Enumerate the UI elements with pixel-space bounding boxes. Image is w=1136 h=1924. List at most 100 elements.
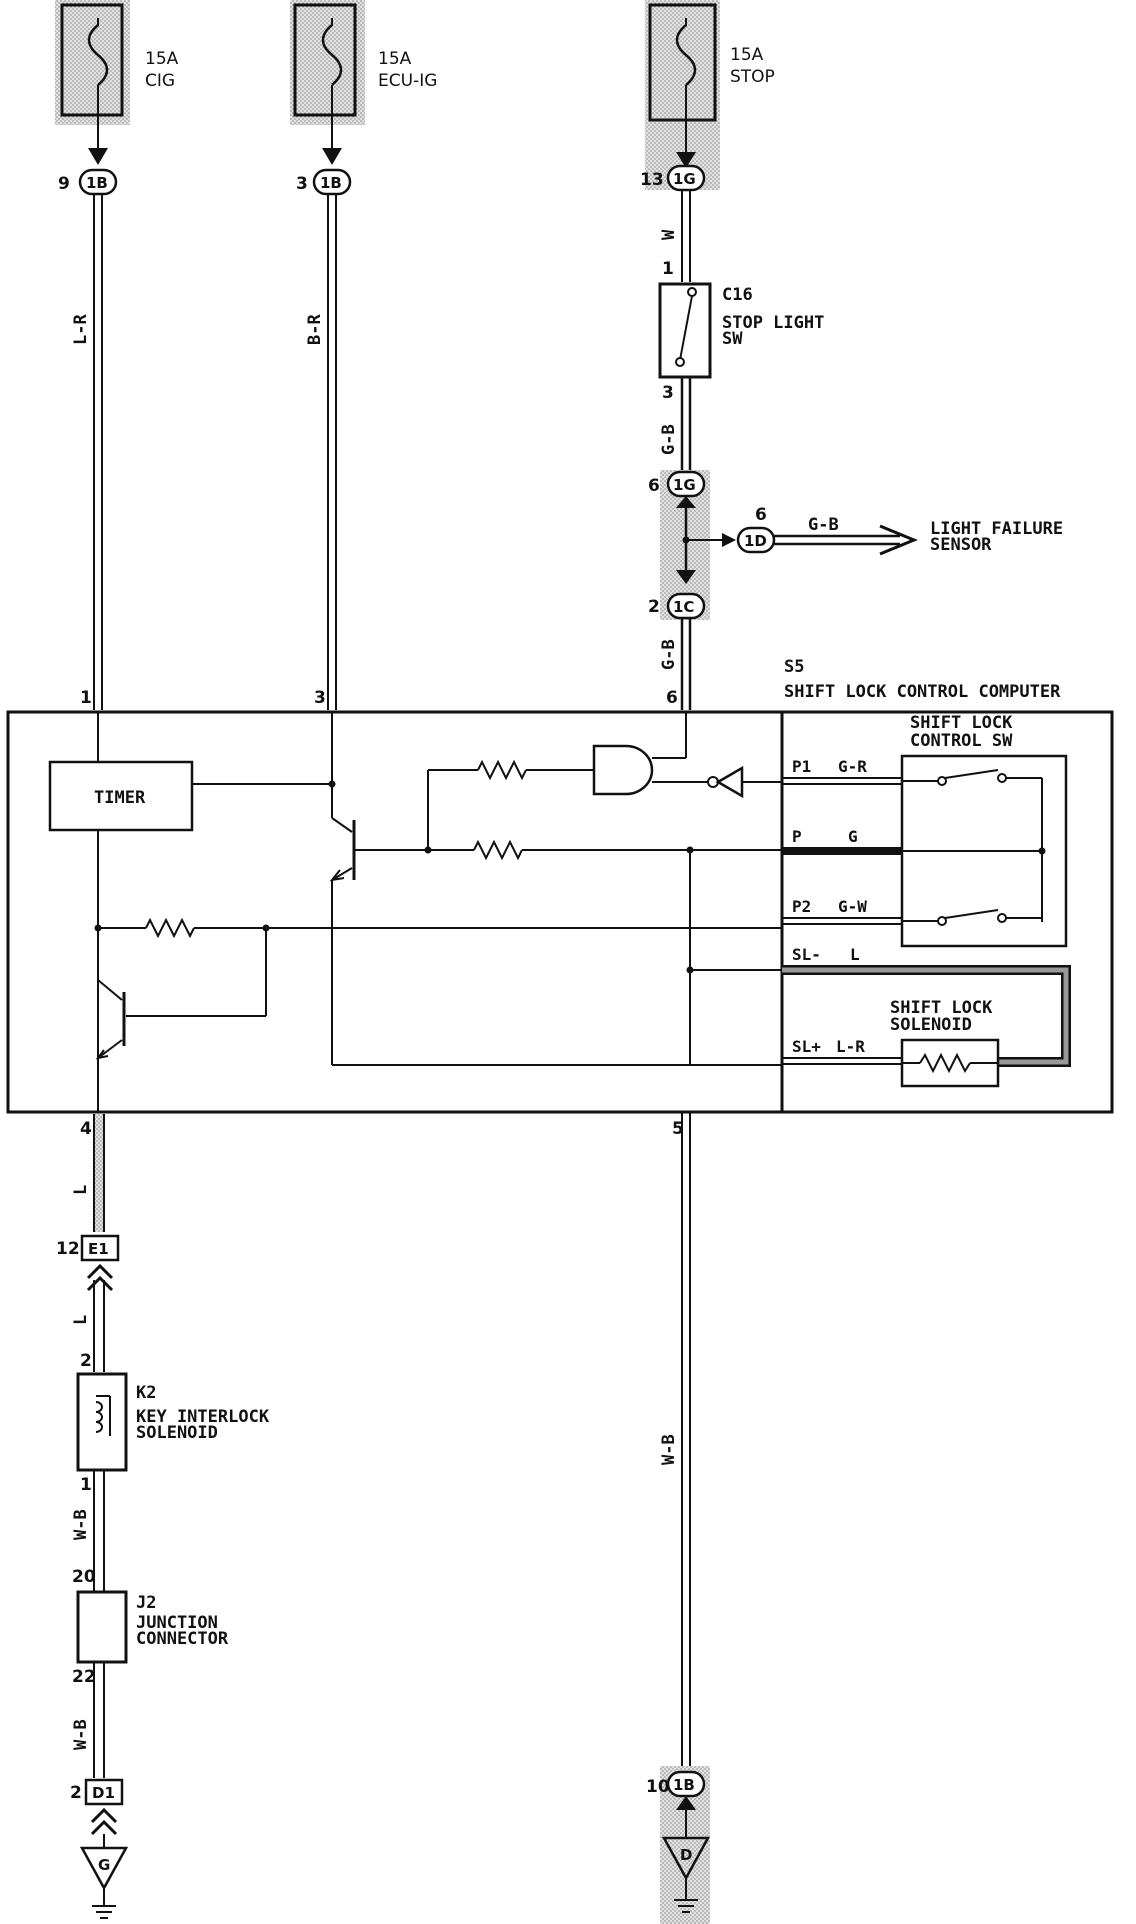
terminal-sl-plus-wire: L-R [836, 1037, 865, 1056]
svg-text:4: 4 [80, 1119, 92, 1139]
terminal-sl-plus: SL+ [792, 1037, 821, 1056]
svg-text:B-R: B-R [305, 314, 325, 345]
fuse-cig: 15A CIG [55, 0, 179, 160]
svg-text:1: 1 [80, 1475, 92, 1495]
svg-text:L-R: L-R [71, 314, 91, 345]
connector-1b-ecu: 3 1B [296, 168, 352, 196]
wire-w-b-2: W-B [71, 1662, 105, 1778]
svg-text:W-B: W-B [659, 1434, 679, 1465]
light-failure-sensor: LIGHT FAILURE SENSOR [930, 519, 1063, 555]
wire-l-2: L [71, 1280, 105, 1372]
svg-text:SENSOR: SENSOR [930, 535, 992, 555]
ground-d: D [661, 1836, 711, 1913]
timer-label: TIMER [94, 788, 146, 808]
svg-text:20: 20 [72, 1567, 96, 1587]
wire-l-lower: L [71, 1114, 105, 1232]
svg-text:1B: 1B [86, 174, 108, 192]
terminal-p-wire: G [848, 827, 858, 846]
terminal-block: P1 G-R P G P2 G-W SL- L SL+ L-R [782, 757, 902, 1065]
svg-text:6: 6 [666, 688, 678, 708]
shift-lock-computer: S5 SHIFT LOCK CONTROL COMPUTER 1 3 6 TIM… [6, 657, 1114, 1139]
terminal-sl-minus-wire: L [850, 945, 860, 964]
connector-1g-mid: 6 1G [648, 470, 706, 498]
svg-text:12: 12 [56, 1239, 80, 1259]
wire-w-b-1: W-B [71, 1470, 105, 1592]
svg-text:SOLENOID: SOLENOID [136, 1423, 218, 1443]
svg-text:JUNCTION: JUNCTION [136, 1613, 218, 1633]
terminal-p2-wire: G-W [838, 897, 867, 916]
terminal-p1: P1 [792, 757, 811, 776]
svg-text:6: 6 [755, 505, 767, 525]
switch-name: STOP LIGHT [722, 313, 824, 333]
computer-code: S5 [784, 657, 804, 677]
wire-w-b-3: W-B [659, 1112, 691, 1768]
stop-light-switch: C16 STOP LIGHT SW 3 [658, 282, 824, 403]
terminal-p: P [792, 827, 802, 846]
svg-text:SHIFT LOCK: SHIFT LOCK [910, 713, 1013, 733]
svg-text:W-B: W-B [71, 1509, 91, 1540]
svg-text:CONNECTOR: CONNECTOR [136, 1629, 229, 1649]
svg-text:E1: E1 [88, 1240, 109, 1258]
svg-text:1G: 1G [673, 476, 696, 494]
wire-g-b-3: G-B [659, 618, 692, 710]
svg-text:1: 1 [662, 259, 674, 279]
fuse-rating: 15A [145, 49, 179, 69]
switch-name-2: SW [722, 329, 743, 349]
svg-text:G-B: G-B [808, 515, 839, 535]
svg-text:L: L [71, 1185, 91, 1195]
svg-text:9: 9 [58, 174, 70, 194]
shift-lock-control-switch: SHIFT LOCK CONTROL SW [900, 713, 1068, 948]
shift-lock-solenoid: SHIFT LOCK SOLENOID [782, 965, 1071, 1088]
svg-text:K2: K2 [136, 1383, 156, 1403]
svg-text:6: 6 [648, 476, 660, 496]
svg-text:L: L [71, 1315, 91, 1325]
svg-text:13: 13 [640, 170, 664, 190]
terminal-sl-minus: SL- [792, 945, 821, 964]
svg-text:G: G [98, 1856, 110, 1874]
junction-connector: 20 J2 JUNCTION CONNECTOR 22 [72, 1567, 229, 1687]
fuse-rating: 15A [730, 45, 764, 65]
ground-g: G [79, 1846, 129, 1919]
svg-text:5: 5 [672, 1119, 684, 1139]
computer-name: SHIFT LOCK CONTROL COMPUTER [784, 682, 1061, 702]
fuse-name: STOP [730, 67, 775, 87]
connector-e1: 12 E1 [56, 1234, 120, 1292]
svg-text:D1: D1 [92, 1784, 115, 1802]
svg-text:LIGHT FAILURE: LIGHT FAILURE [930, 519, 1063, 539]
wire-w: W 1 [659, 190, 691, 282]
fuse-stop: 15A STOP [645, 0, 775, 190]
connector-1b-cig: 9 1B [58, 168, 118, 196]
svg-text:1C: 1C [673, 598, 694, 616]
svg-text:G-B: G-B [659, 639, 679, 670]
terminal-p1-wire: G-R [838, 757, 867, 776]
wire-l-r: L-R [71, 194, 103, 710]
svg-text:KEY INTERLOCK: KEY INTERLOCK [136, 1407, 270, 1427]
svg-text:G-B: G-B [659, 424, 679, 455]
svg-text:D: D [680, 1846, 692, 1864]
connector-1d: 6 1D [736, 505, 776, 554]
connector-1g-stop: 13 1G [640, 164, 706, 192]
svg-text:3: 3 [314, 688, 326, 708]
key-interlock-solenoid: 2 K2 KEY INTERLOCK SOLENOID 1 [76, 1351, 270, 1495]
splice-arrows [676, 496, 736, 584]
svg-text:1B: 1B [320, 174, 342, 192]
fuse-name: ECU-IG [378, 71, 437, 91]
svg-text:2: 2 [80, 1351, 92, 1371]
switch-code: C16 [722, 285, 753, 305]
svg-text:W-B: W-B [71, 1719, 91, 1750]
connector-1c: 2 1C [648, 592, 706, 620]
svg-text:3: 3 [662, 383, 674, 403]
svg-text:3: 3 [296, 174, 308, 194]
svg-text:10: 10 [646, 1777, 670, 1797]
wire-g-b-1: G-B [659, 377, 692, 472]
svg-text:1B: 1B [673, 1776, 695, 1794]
fuse-rating: 15A [378, 49, 412, 69]
svg-text:CONTROL SW: CONTROL SW [910, 731, 1013, 751]
connector-1b-ground: 10 1B [646, 1770, 706, 1838]
terminal-p2: P2 [792, 897, 811, 916]
fuse-ecu-ig: 15A ECU-IG [290, 0, 437, 160]
svg-text:SOLENOID: SOLENOID [890, 1015, 972, 1035]
wire-b-r: B-R [305, 194, 337, 710]
svg-text:22: 22 [72, 1667, 96, 1687]
